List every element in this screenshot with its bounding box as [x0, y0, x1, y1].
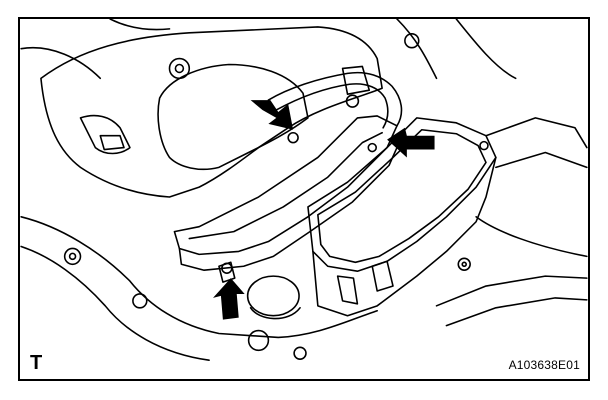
right-body-panel — [485, 117, 588, 149]
wire-harness-2 — [275, 83, 389, 129]
lower-left-bolt — [63, 247, 82, 266]
tray-slot-1 — [336, 275, 359, 305]
reservoir-cap — [246, 275, 300, 317]
right-bolt-inner — [461, 261, 467, 268]
upper-right-grommet — [404, 33, 420, 49]
wire-harness — [267, 71, 403, 127]
bottom-bolt-stud — [218, 261, 236, 283]
lower-left-fender-2 — [20, 245, 210, 362]
tray-front-panel — [312, 156, 497, 317]
top-right-structure-2 — [455, 19, 517, 80]
housing-left-flange — [79, 114, 131, 155]
bottom-bolt-head — [221, 262, 233, 274]
top-right-structure — [396, 19, 438, 80]
tray-corner-bolt — [479, 140, 489, 151]
right-lower-bracket-2 — [445, 297, 588, 327]
engine-bay-drawing — [20, 19, 588, 362]
housing-round-boss — [168, 57, 191, 80]
right-body-rib — [495, 151, 588, 169]
housing-round-boss-inner — [174, 63, 185, 74]
right-lower-bracket — [435, 275, 588, 307]
callout-arrow-bottom — [213, 278, 245, 320]
callout-arrow-top-left — [250, 100, 294, 130]
left-hole-1 — [132, 293, 148, 309]
corner-letter-label: T — [30, 352, 43, 374]
harness-grommet — [345, 94, 360, 108]
right-bolt — [457, 257, 471, 271]
top-left-hose — [20, 46, 102, 80]
right-lower-body — [475, 216, 588, 258]
figure-code-label: A103638E01 — [508, 358, 580, 372]
left-hole-2 — [247, 329, 270, 352]
top-right-bolt-head — [367, 142, 377, 153]
left-hole-3 — [293, 346, 307, 361]
tray-slot-2 — [371, 260, 394, 292]
callout-arrow-top-right — [387, 127, 435, 158]
upper-housing-outline — [40, 26, 383, 198]
relay-box-lid-edge — [178, 146, 398, 272]
reservoir-cap-rim — [249, 307, 301, 320]
top-edge-cover — [109, 19, 171, 31]
lower-left-bolt-inner — [68, 252, 77, 261]
relay-box-lid-ridge — [188, 131, 383, 240]
housing-left-tab — [99, 134, 125, 151]
harness-clamp — [341, 65, 371, 95]
lower-left-fender — [20, 216, 378, 339]
illustration-frame: T A103638E01 — [18, 17, 590, 381]
top-left-bolt-head — [287, 131, 299, 144]
